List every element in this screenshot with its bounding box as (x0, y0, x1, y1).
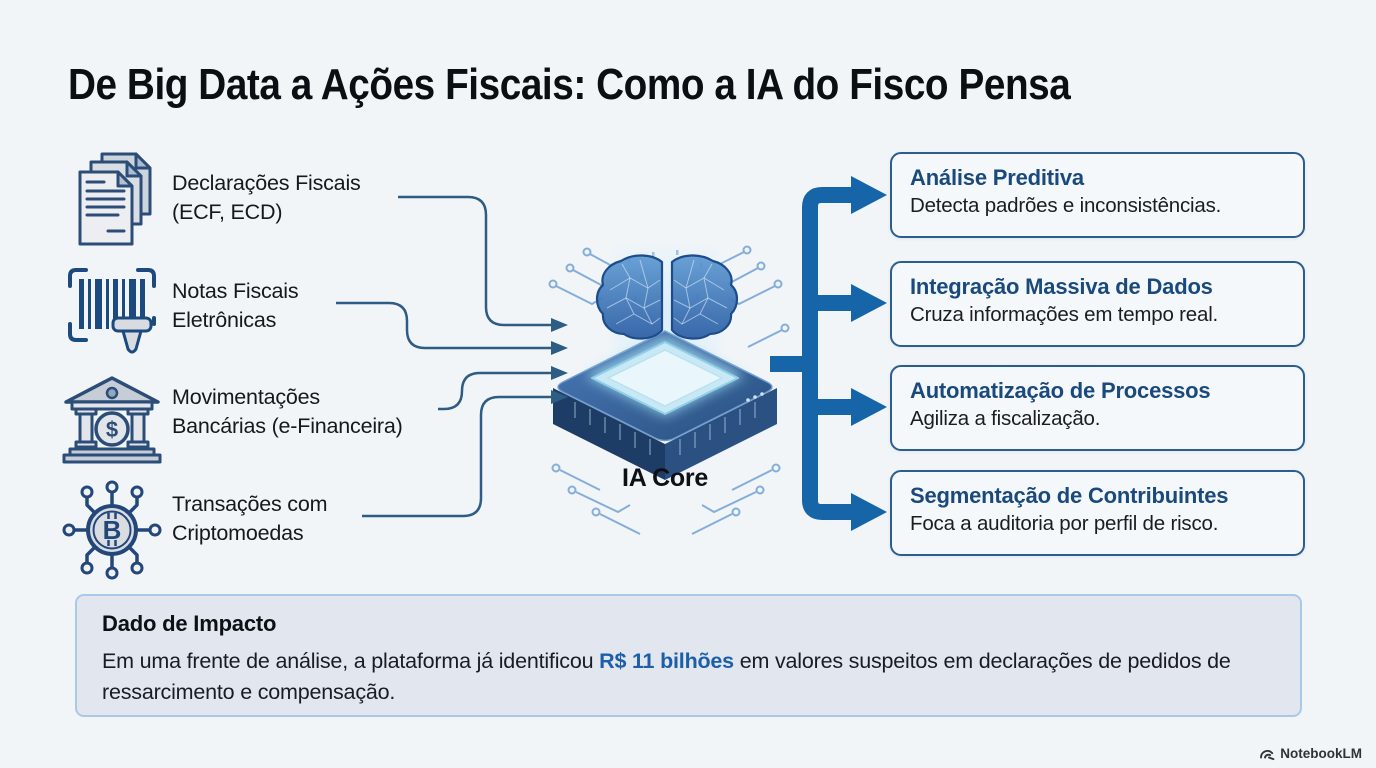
input-label-transacoes-criptomoedas: Transações com Criptomoedas (172, 490, 328, 548)
input-arrowheads (551, 318, 568, 404)
output-title: Segmentação de Contribuintes (910, 483, 1229, 508)
input-label-line: (ECF, ECD) (172, 200, 283, 224)
input-label-line: Transações com (172, 492, 328, 516)
input-label-movimentacoes-bancarias: Movimentações Bancárias (e-Financeira) (172, 383, 403, 441)
brain-illustration (595, 254, 739, 340)
output-title: Integração Massiva de Dados (910, 274, 1213, 299)
svg-text:$: $ (106, 417, 118, 442)
impact-text-before: Em uma frente de análise, a plataforma j… (102, 649, 600, 673)
output-description: Foca a auditoria por perfil de risco. (910, 512, 1219, 535)
data-dots (628, 250, 703, 301)
chip-platform (553, 330, 777, 480)
svg-text:B: B (103, 515, 122, 545)
output-description: Agiliza a fiscalização. (910, 407, 1101, 430)
page-title: De Big Data a Ações Fiscais: Como a IA d… (68, 60, 1071, 109)
output-title: Automatização de Processos (910, 378, 1211, 403)
output-box-integracao-massiva: Integração Massiva de Dados Cruza inform… (890, 261, 1305, 347)
output-description: Detecta padrões e inconsistências. (910, 194, 1222, 217)
impact-highlight: R$ 11 bilhões (599, 649, 734, 673)
input-connectors (336, 195, 551, 518)
input-label-line: Movimentações (172, 385, 320, 409)
output-title: Análise Preditiva (910, 165, 1084, 190)
input-label-line: Bancárias (e-Financeira) (172, 414, 403, 438)
ia-core-label: IA Core (622, 464, 708, 492)
output-arrows (770, 176, 887, 531)
impact-box: Dado de Impacto Em uma frente de análise… (75, 594, 1302, 717)
crypto-icon: B (62, 480, 162, 580)
output-box-analise-preditiva: Análise Preditiva Detecta padrões e inco… (890, 152, 1305, 238)
output-description: Cruza informações em tempo real. (910, 303, 1219, 326)
output-box-automatizacao-processos: Automatização de Processos Agiliza a fis… (890, 365, 1305, 451)
input-label-line: Criptomoedas (172, 521, 304, 545)
barcode-icon (68, 268, 156, 354)
watermark: NotebookLM (1259, 746, 1362, 761)
watermark-label: NotebookLM (1280, 746, 1362, 761)
input-label-notas-fiscais: Notas Fiscais Eletrônicas (172, 277, 299, 335)
documents-icon (78, 152, 152, 246)
input-label-line: Declarações Fiscais (172, 171, 361, 195)
output-box-segmentacao-contribuintes: Segmentação de Contribuintes Foca a audi… (890, 470, 1305, 556)
impact-title: Dado de Impacto (102, 611, 277, 636)
impact-text: Em uma frente de análise, a plataforma j… (102, 646, 1267, 708)
input-label-declaracoes-fiscais: Declarações Fiscais (ECF, ECD) (172, 169, 361, 227)
light-beam (614, 246, 718, 376)
impact-text-after: em valores suspeitos em declarações de p… (102, 649, 1231, 704)
input-label-line: Eletrônicas (172, 308, 277, 332)
input-label-line: Notas Fiscais (172, 279, 299, 303)
notebooklm-icon (1260, 749, 1275, 761)
bank-icon: $ (62, 376, 162, 464)
